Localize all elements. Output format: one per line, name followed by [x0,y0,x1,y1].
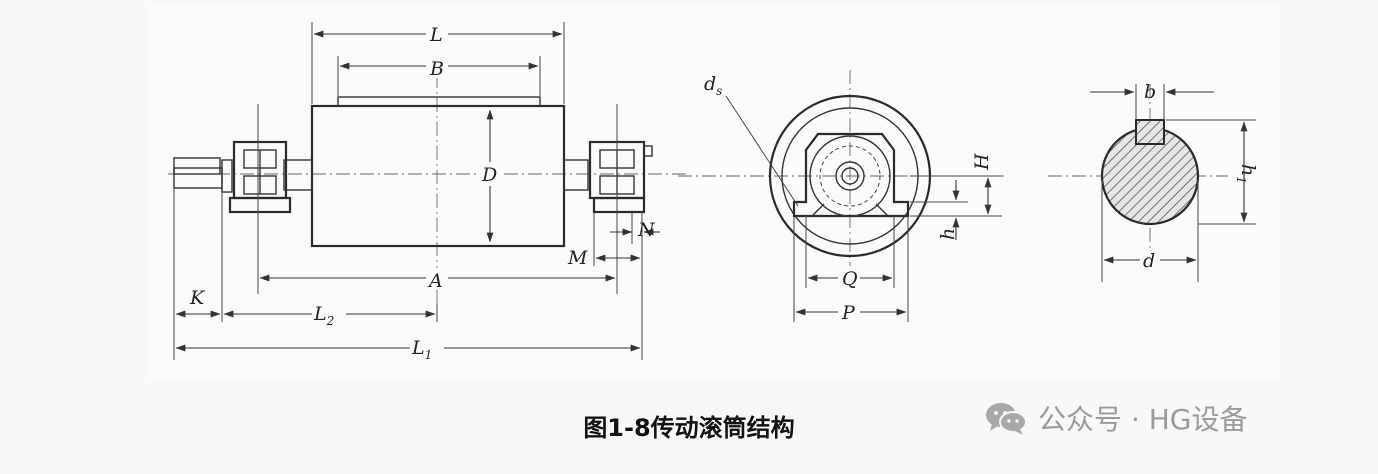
left-shaft-key-end [173,157,221,175]
label-K: K [189,287,206,309]
left-bearing-housing [228,104,292,234]
label-H: H [971,153,993,171]
label-M: M [567,247,588,269]
label-A: A [427,270,443,292]
left-shaft-inner [283,159,313,191]
side-view: ds H h Q P [678,70,1008,324]
wechat-icon [986,403,1027,435]
label-h: h [937,228,959,240]
left-shaft-end [173,167,223,189]
label-h1: h1 [1234,164,1259,184]
left-shaft-step [221,159,233,193]
shaft-section-view: b h1 d [1048,81,1259,282]
drum-structure-drawing: L B D A M N K L2 [168,22,1259,362]
right-bearing-housing [588,104,653,234]
label-L: L [429,24,443,46]
watermark: 公众号 · HG设备 [984,396,1247,440]
drum-lagging [337,96,541,107]
drawing-panel: L B D A M N K L2 [148,4,1280,378]
label-L2: L2 [313,303,334,328]
shaft-key [1135,119,1165,145]
label-D: D [481,164,497,186]
drum-shell [310,104,566,248]
label-Q: Q [842,268,858,290]
label-B: B [429,58,444,80]
side-bearing-block [792,132,910,218]
label-b: b [1144,81,1156,103]
label-ds: ds [704,73,722,98]
label-d: d [1143,250,1155,272]
label-P: P [841,302,856,324]
figure-caption: 图1-8传动滚筒结构 [583,414,795,442]
label-N: N [637,219,656,241]
label-L1: L1 [411,337,432,362]
front-view: L B D A M N K L2 [168,22,688,362]
right-shaft [563,159,589,191]
watermark-text: 公众号 · HG设备 [1038,403,1248,436]
